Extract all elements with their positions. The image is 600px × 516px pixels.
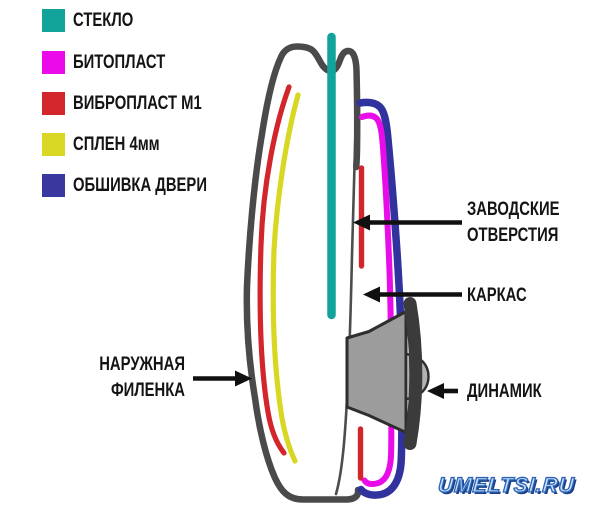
trim-line xyxy=(356,98,406,499)
legend-label-glass: СТЕКЛО xyxy=(73,9,134,31)
callout-outer-panel: НАРУЖНАЯ ФИЛЕНКА xyxy=(25,352,185,404)
splen-layer-line xyxy=(270,92,301,464)
callout-outer-panel-line2: ФИЛЕНКА xyxy=(110,380,185,401)
legend-item-splen: СПЛЕН 4мм xyxy=(42,132,184,156)
legend-label-vibroplast: ВИБРОПЛАСТ М1 xyxy=(73,92,202,114)
legend-label-trim: ОБШИВКА ДВЕРИ xyxy=(73,174,207,196)
legend-item-bitoplast: БИТОПЛАСТ xyxy=(42,50,191,74)
arrow-factory-holes xyxy=(353,214,462,231)
frame-line xyxy=(334,93,358,496)
legend-label-bitoplast: БИТОПЛАСТ xyxy=(73,51,166,73)
callout-speaker-label: ДИНАМИК xyxy=(467,381,542,402)
callout-factory-holes: ЗАВОДСКИЕ ОТВЕРСТИЯ xyxy=(467,197,586,249)
speaker-cone xyxy=(345,310,408,434)
bitoplast-line xyxy=(359,112,395,487)
legend-label-splen: СПЛЕН 4мм xyxy=(73,133,160,155)
callout-frame: КАРКАС xyxy=(467,283,544,309)
legend-swatch-trim xyxy=(42,173,65,197)
legend-item-glass: СТЕКЛО xyxy=(42,8,150,32)
legend-swatch-glass xyxy=(42,8,65,32)
legend-swatch-vibroplast xyxy=(42,91,65,115)
callout-speaker: ДИНАМИК xyxy=(467,379,563,405)
arrow-frame xyxy=(363,286,462,303)
speaker-frame-bar xyxy=(403,297,423,450)
legend-item-vibroplast: ВИБРОПЛАСТ М1 xyxy=(42,91,238,115)
arrow-speaker xyxy=(427,383,458,399)
outer-panel-outline xyxy=(243,43,362,503)
callout-factory-holes-line2: ОТВЕРСТИЯ xyxy=(467,225,559,246)
legend-swatch-bitoplast xyxy=(42,50,65,74)
callout-factory-holes-line1: ЗАВОДСКИЕ xyxy=(467,199,560,220)
vibroplast-layer-line xyxy=(257,84,292,456)
legend-item-trim: ОБШИВКА ДВЕРИ xyxy=(42,173,245,197)
callout-frame-label: КАРКАС xyxy=(467,285,527,306)
callout-outer-panel-line1: НАРУЖНАЯ xyxy=(99,354,185,375)
legend-swatch-splen xyxy=(42,132,65,156)
arrow-outer-panel xyxy=(193,370,252,387)
watermark-logo: UMELTSI.RU xyxy=(437,473,577,497)
